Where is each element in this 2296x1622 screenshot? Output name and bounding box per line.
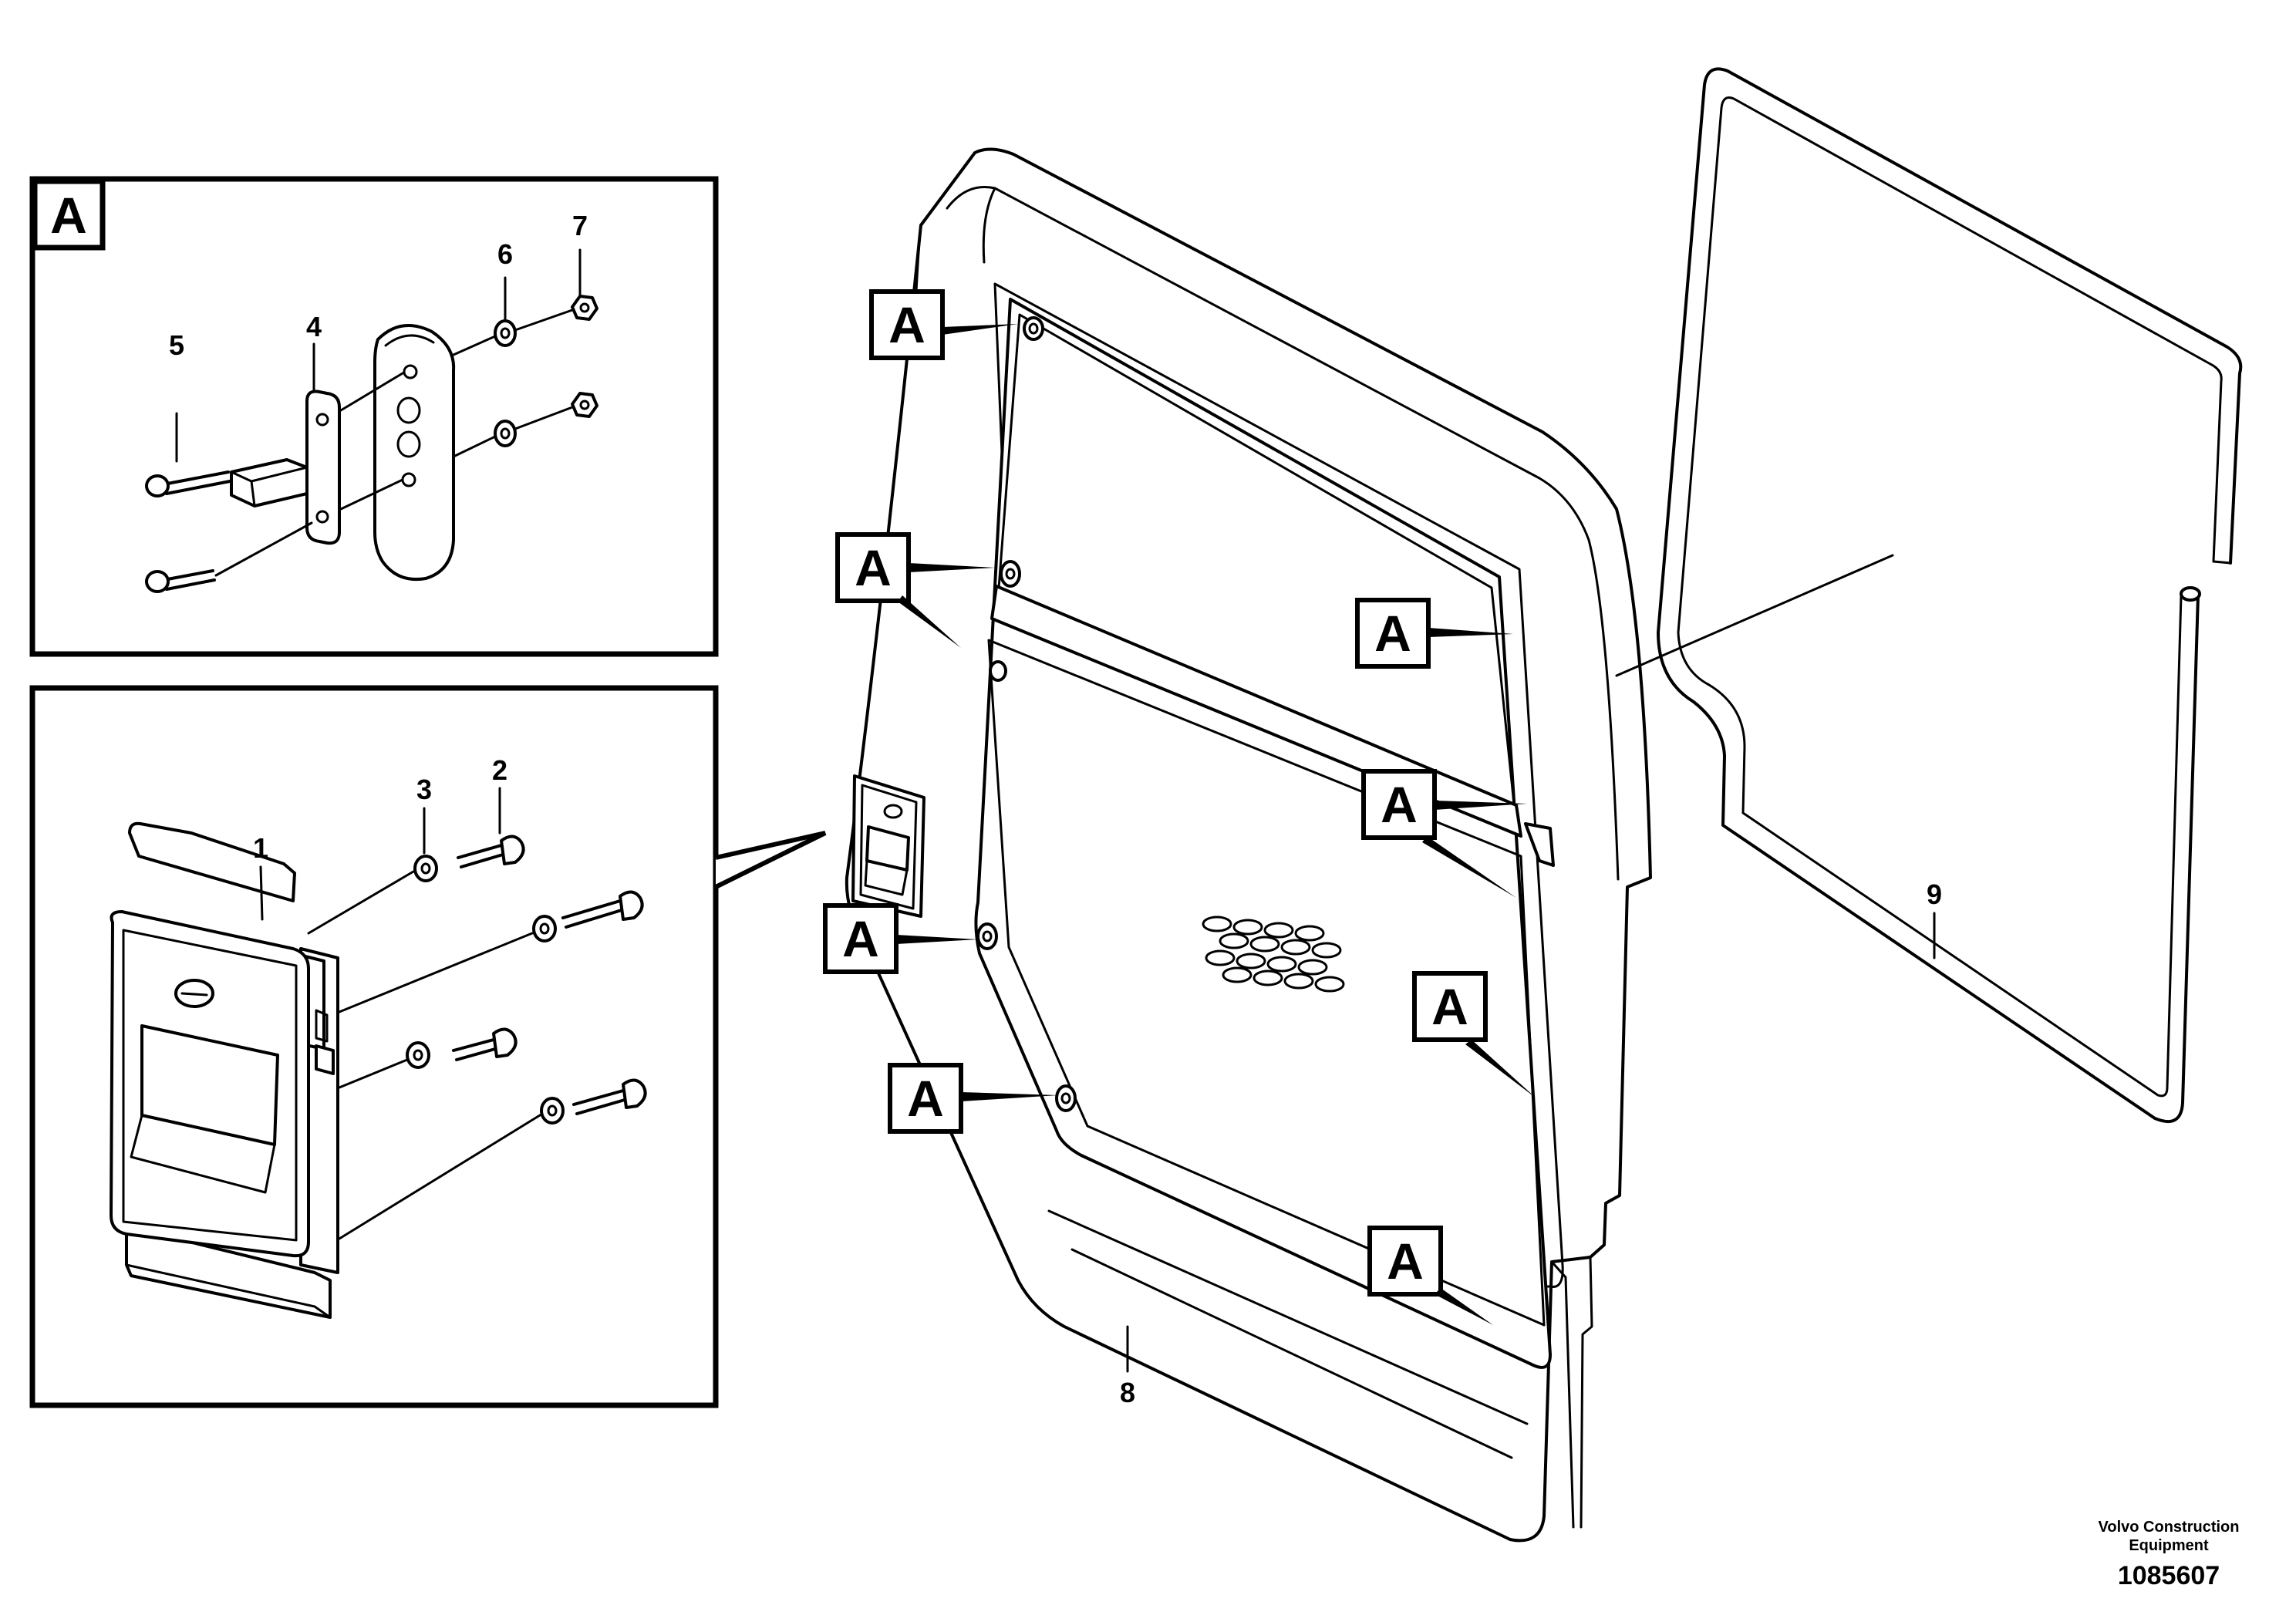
part-label-5: 5 — [169, 329, 184, 361]
grille-slot — [1236, 953, 1266, 969]
callout-a-2: A — [835, 532, 995, 648]
part-label-1: 1 — [253, 832, 268, 864]
svg-text:A: A — [1431, 978, 1468, 1035]
grille-slot — [1266, 956, 1297, 973]
part-label-8: 8 — [1120, 1377, 1135, 1408]
drawing-credit: Volvo Construction Equipment 1085607 — [2099, 1519, 2240, 1590]
lock-bolt-2 — [532, 890, 644, 943]
detail-view-lock: 1 3 2 — [29, 685, 719, 1408]
screw-upper — [145, 470, 231, 497]
svg-text:A: A — [1387, 1233, 1424, 1290]
grille-slot — [1311, 942, 1342, 959]
svg-text:A: A — [855, 539, 892, 596]
detail-view-a-letter: A — [50, 187, 87, 244]
svg-text:A: A — [1374, 605, 1411, 662]
part-label-2: 2 — [492, 754, 507, 786]
washer-lower — [494, 420, 517, 447]
lock-bolt-1 — [413, 835, 525, 882]
part-label-9: 9 — [1927, 878, 1942, 910]
callout-a-4: A — [1361, 769, 1527, 898]
part-label-7: 7 — [572, 210, 588, 241]
door-lock-handle — [110, 821, 339, 1319]
grille-slot — [1263, 922, 1294, 939]
credit-line-1: Volvo Construction — [2099, 1519, 2240, 1536]
lock-detail-pointer — [714, 831, 827, 889]
detail-view-a-tag: A — [32, 178, 106, 251]
door-frame: 8 — [845, 147, 1652, 1543]
door-lock-recess — [851, 774, 925, 918]
callout-a-8: A — [1367, 1226, 1493, 1325]
nut-upper — [571, 295, 598, 321]
screw-lower — [145, 569, 216, 593]
callout-a-5: A — [823, 903, 978, 974]
grille-slot — [1283, 973, 1314, 990]
callout-a-3: A — [1355, 598, 1513, 669]
grille-slot — [1202, 916, 1232, 932]
credit-line-2: Equipment — [2129, 1537, 2209, 1554]
lock-bolt-3 — [406, 1027, 518, 1069]
drawing-number: 1085607 — [2118, 1561, 2220, 1590]
callout-a-6: A — [1412, 971, 1536, 1098]
grille-slot — [1294, 925, 1325, 942]
grille-slot — [1232, 919, 1263, 936]
mounting-point-4 — [976, 922, 998, 950]
mounting-point-2 — [1000, 560, 1021, 588]
grille-slot — [1205, 949, 1236, 966]
svg-text:A: A — [1381, 776, 1418, 833]
door-seal: 9 — [1615, 67, 2243, 1123]
striker-pad — [373, 324, 456, 581]
washer-upper — [494, 319, 517, 347]
nut-lower — [571, 392, 598, 418]
mounting-point-1 — [1023, 316, 1044, 341]
mounting-point-3 — [989, 660, 1007, 682]
part-label-3: 3 — [416, 774, 432, 805]
mounting-point-5 — [1055, 1084, 1077, 1112]
grille-slot — [1219, 932, 1249, 949]
grille-slot — [1280, 939, 1311, 956]
grille-slot — [1249, 936, 1280, 953]
svg-text:A: A — [842, 910, 879, 967]
grille-slot — [1222, 966, 1253, 983]
part-label-4: 4 — [306, 311, 322, 342]
grille-slot — [1297, 959, 1328, 976]
svg-text:A: A — [888, 296, 925, 353]
door-vent-grille — [1202, 916, 1345, 993]
svg-text:A: A — [907, 1070, 944, 1127]
callout-a-1: A — [869, 289, 1018, 360]
part-label-6: 6 — [497, 238, 513, 270]
lock-bolt-4 — [540, 1078, 647, 1125]
detail-view-a: A — [29, 176, 719, 657]
grille-slot — [1253, 969, 1283, 986]
callout-a-7: A — [888, 1063, 1058, 1134]
grille-slot — [1314, 976, 1345, 993]
striker-plate — [230, 389, 341, 545]
